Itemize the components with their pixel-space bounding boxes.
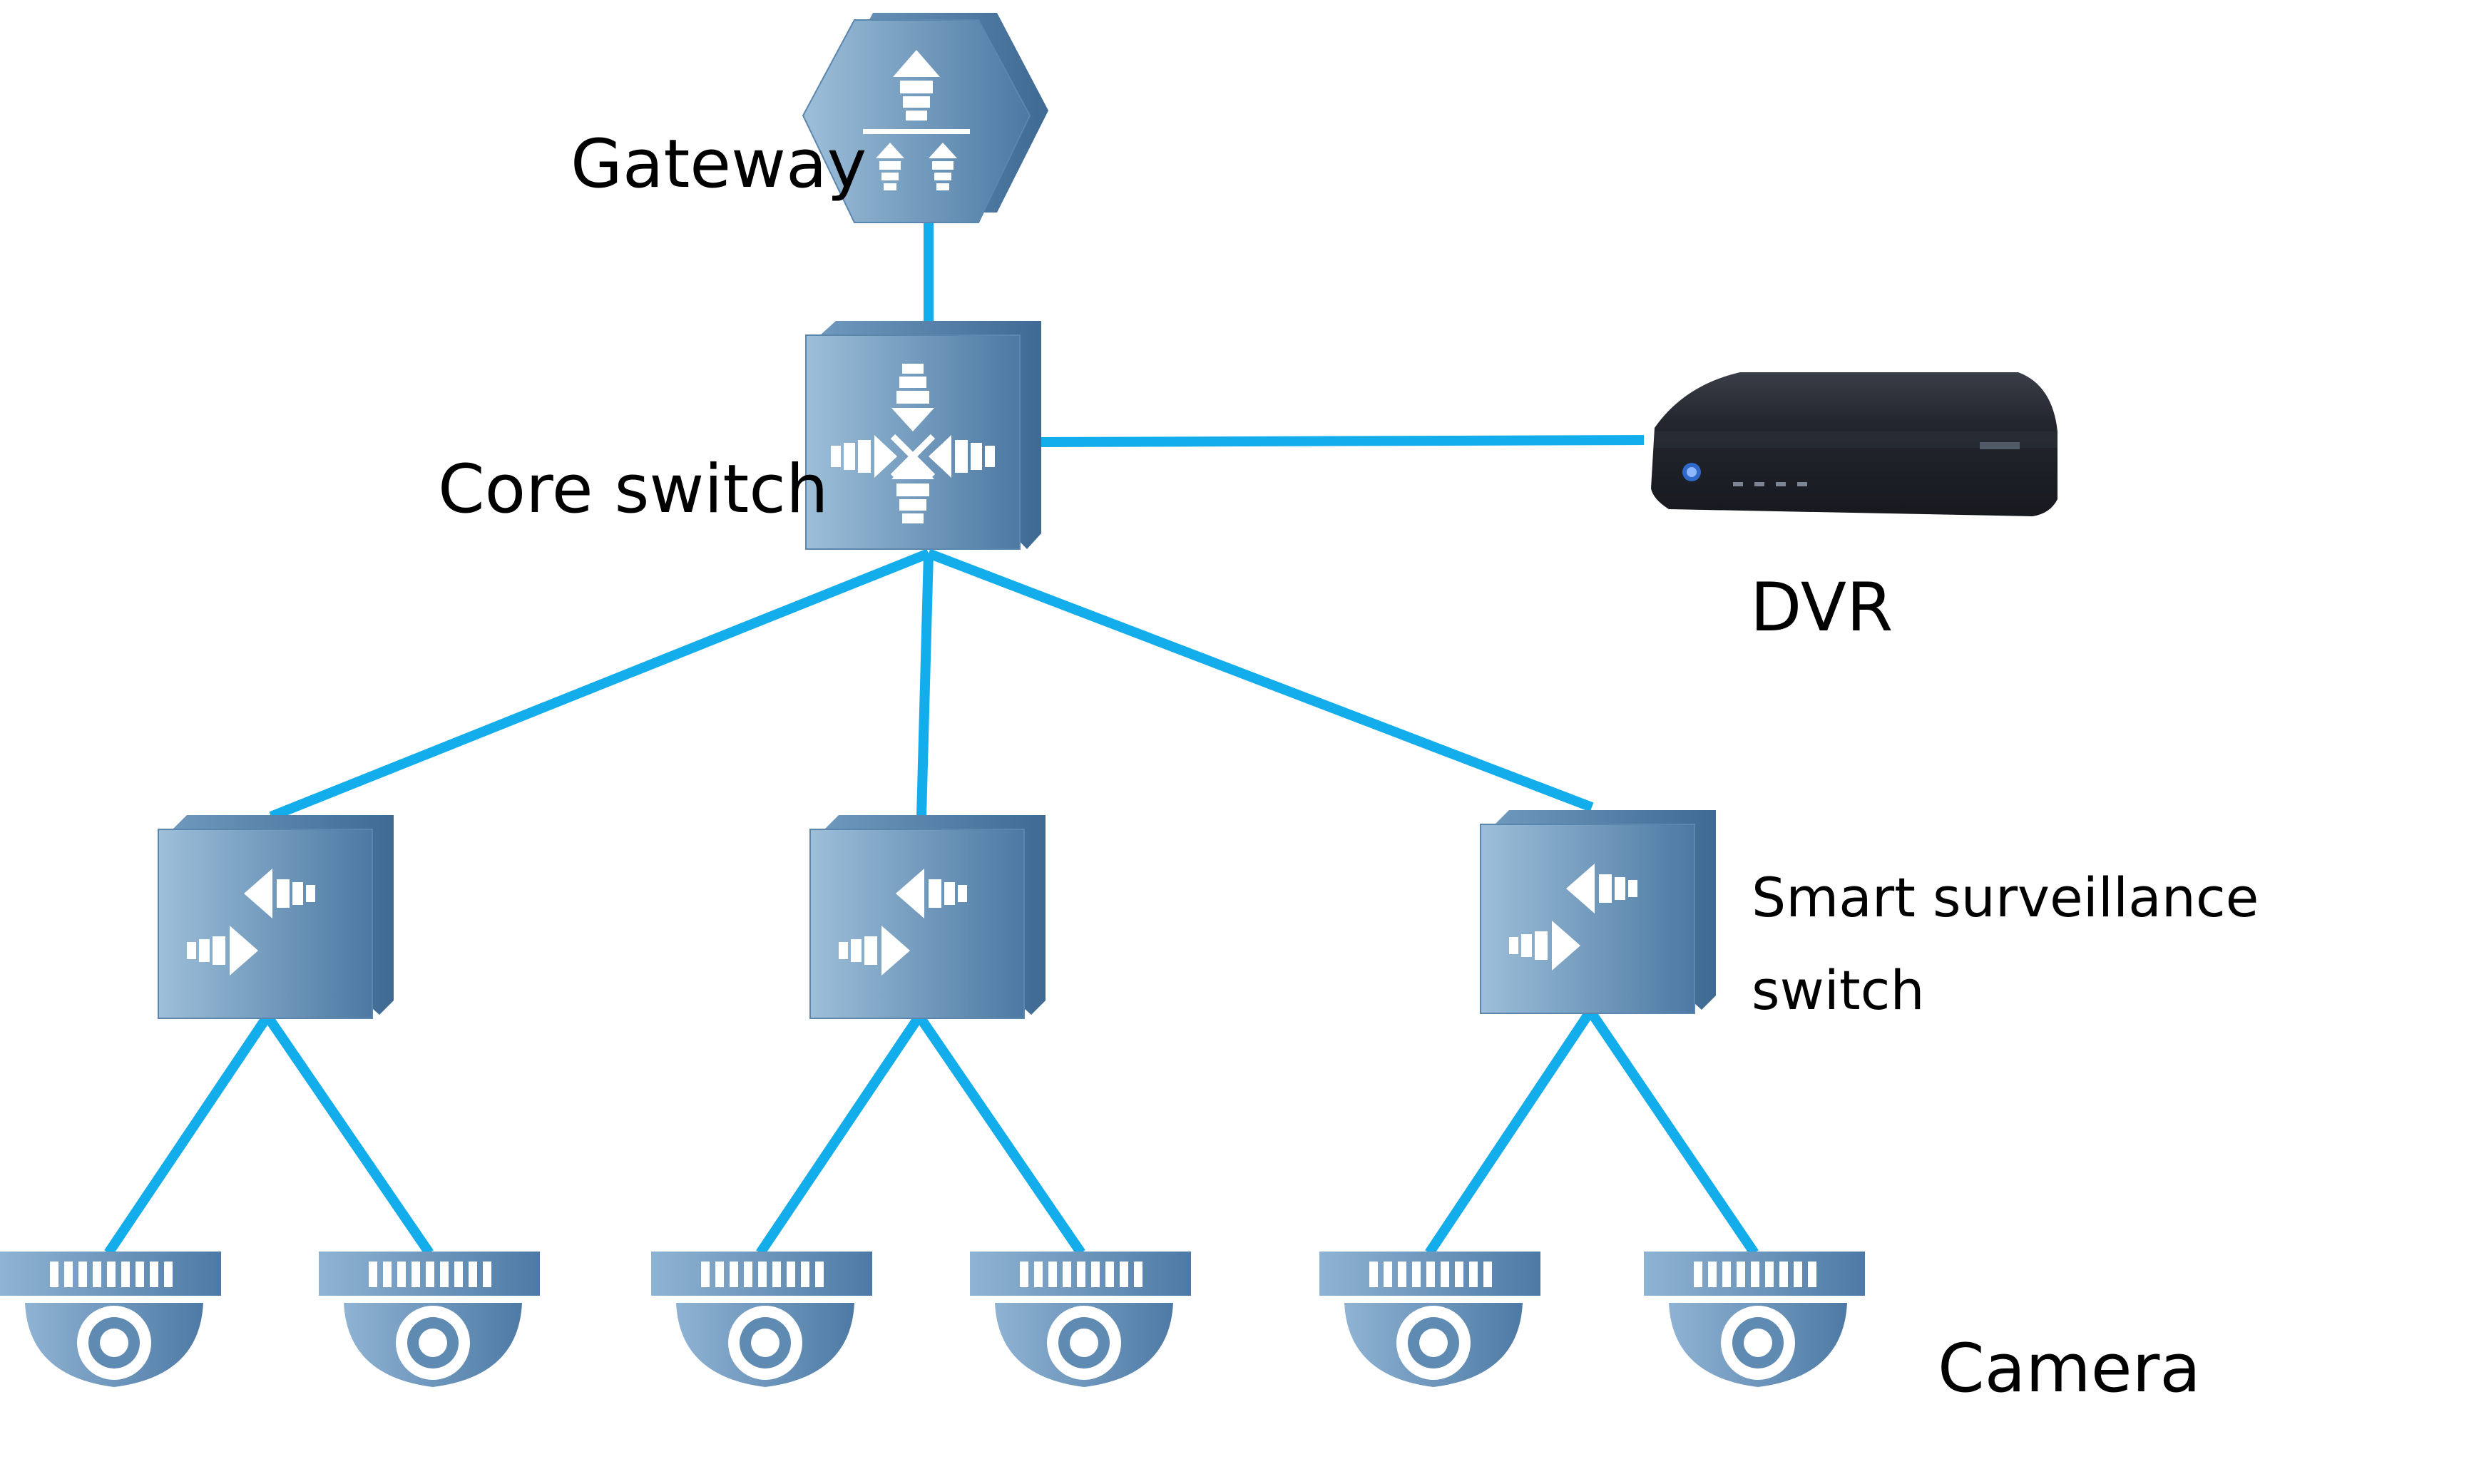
dvr-recorder-icon	[1651, 372, 2058, 516]
link-switch3-camera6	[1586, 1008, 1759, 1256]
dome-camera-icon	[1319, 1252, 1540, 1387]
dome-camera-icon	[319, 1252, 540, 1387]
access-switch-icon	[158, 814, 394, 1019]
access-switch-icon	[1480, 809, 1717, 1014]
core-switch-node: Core switch	[438, 321, 1041, 550]
dvr-label: DVR	[1750, 569, 1893, 647]
link-switch1-camera2	[263, 1013, 434, 1256]
gateway-label: Gateway	[571, 126, 867, 203]
dome-camera-icon	[651, 1252, 872, 1387]
link-core-switch-2	[916, 553, 934, 817]
camera-2	[319, 1252, 540, 1387]
gateway-hexagon-icon	[802, 13, 1048, 223]
dome-camera-icon	[970, 1252, 1191, 1387]
smart-switch-label-line1: Smart surveillance	[1752, 866, 2259, 929]
access-switch-2	[809, 814, 1046, 1019]
link-switch3-camera5	[1425, 1008, 1595, 1256]
link-core-switch-3	[926, 548, 1594, 812]
dvr-node: DVR	[1651, 372, 2058, 647]
camera-3	[651, 1252, 872, 1387]
dome-camera-icon	[0, 1252, 221, 1387]
camera-4	[970, 1252, 1191, 1387]
camera-6	[1644, 1252, 1865, 1387]
camera-1	[0, 1252, 221, 1387]
link-core-switch-1	[269, 548, 931, 822]
core-switch-icon	[805, 321, 1041, 550]
link-switch2-camera4	[915, 1013, 1085, 1256]
camera-5	[1319, 1252, 1540, 1387]
access-switch-icon	[809, 814, 1046, 1019]
gateway-node: Gateway	[571, 13, 1048, 223]
access-switch-1	[158, 814, 394, 1019]
smart-switch-label-line2: switch	[1752, 958, 1925, 1022]
access-switch-3	[1480, 809, 1717, 1014]
link-switch1-camera1	[104, 1013, 272, 1256]
link-core-dvr	[1041, 435, 1645, 447]
core-switch-label: Core switch	[438, 451, 829, 528]
link-switch2-camera3	[756, 1013, 924, 1256]
links	[104, 214, 1759, 1256]
camera-label: Camera	[1938, 1330, 2201, 1408]
dome-camera-icon	[1644, 1252, 1865, 1387]
